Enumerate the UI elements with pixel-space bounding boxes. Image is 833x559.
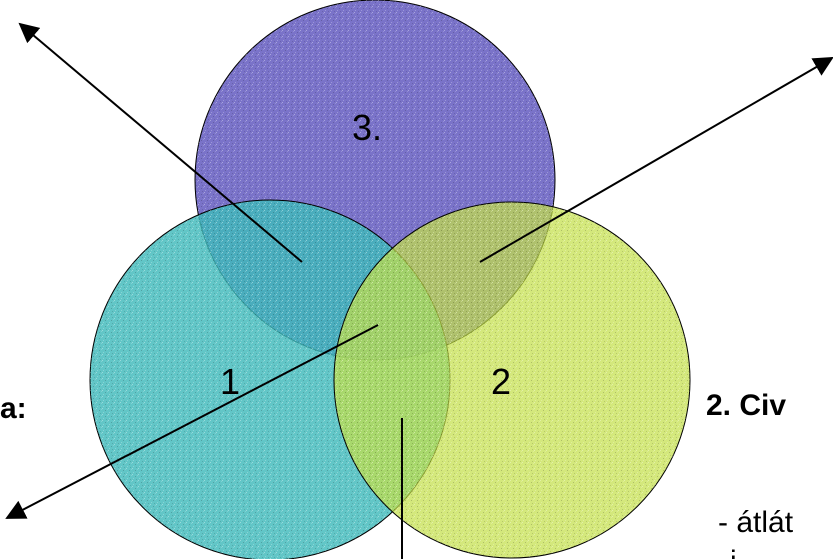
bullet-text-fragment-2: i bbox=[730, 545, 737, 559]
circle-2-texture bbox=[334, 202, 690, 558]
arrow-top-right bbox=[479, 56, 833, 263]
circle-2-label: 2 bbox=[491, 361, 511, 402]
bullet-text-fragment: - átlát bbox=[718, 506, 794, 539]
arrow-top-left bbox=[18, 22, 303, 263]
left-heading-fragment: a: bbox=[0, 392, 27, 425]
right-heading-fragment: 2. Civ bbox=[706, 389, 786, 422]
circle-3-label: 3. bbox=[352, 107, 382, 148]
circle-1-label: 1 bbox=[220, 361, 240, 402]
arrow-bottom-left bbox=[5, 324, 379, 519]
